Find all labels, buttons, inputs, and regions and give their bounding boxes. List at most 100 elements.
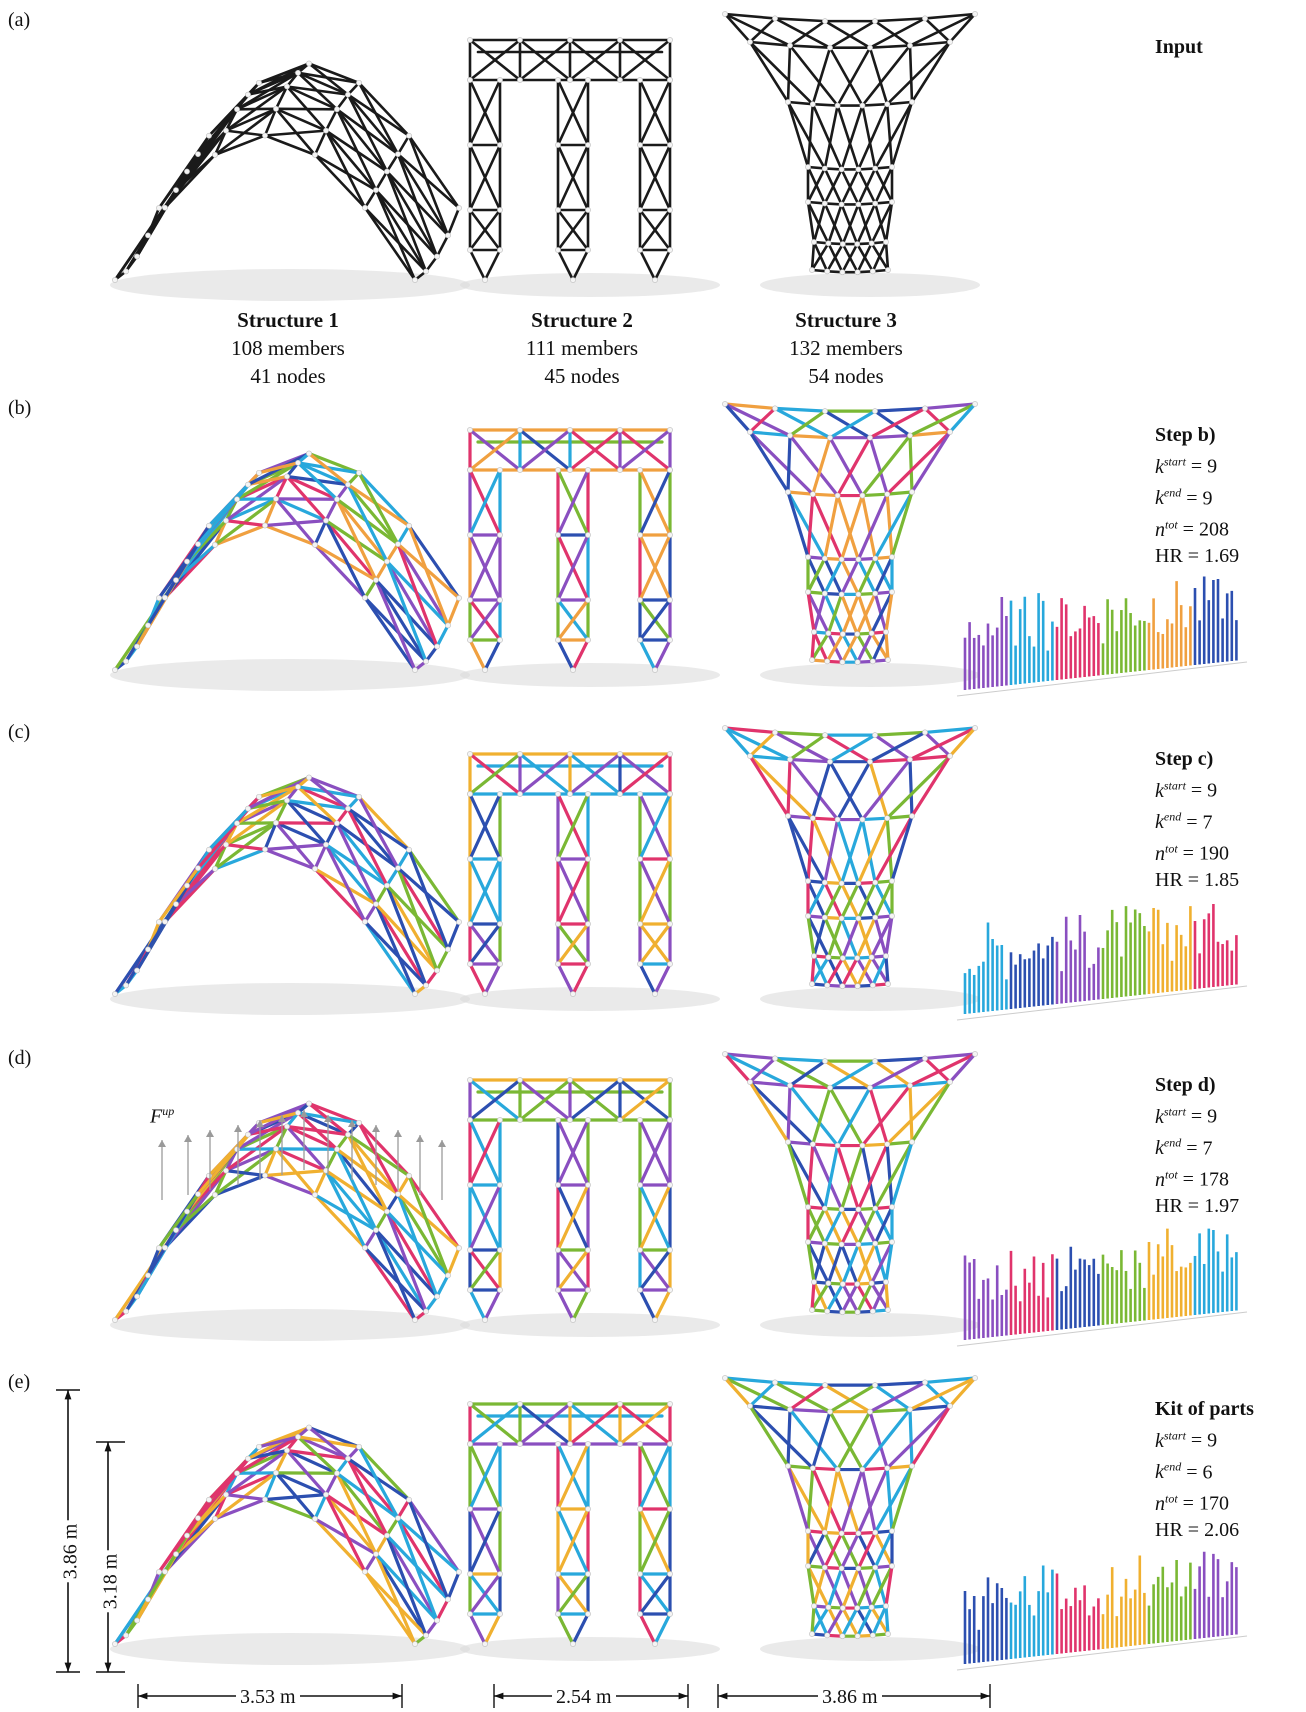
structure-3-member [885,40,952,106]
structure-2-member [556,208,590,252]
node [497,1441,503,1447]
structure-1-member [296,461,350,487]
structure-3-member [868,17,927,50]
node [184,558,190,565]
node [423,268,429,275]
structure-3-member [723,12,752,44]
node [772,405,778,412]
node [323,1491,329,1498]
structure-3-member [885,1464,914,1470]
structure-3-member [884,1280,890,1312]
structure-1-member [446,596,461,627]
structure-1-member [296,785,350,811]
structure-1-member [263,847,317,871]
structure-3-member [827,203,843,245]
structure-3-member [826,592,844,635]
node [306,60,312,67]
structure-1-member [346,807,389,888]
node [585,1287,591,1293]
structure-2-member [571,1612,590,1646]
node [821,555,828,562]
node [467,247,473,253]
structure-3-member [748,1404,790,1468]
node [223,1491,229,1498]
structure-3-member [773,1380,832,1414]
structure-3-member [823,1383,872,1414]
structure-1-member [335,1457,350,1475]
structure-3-member [723,1052,792,1088]
structure-3-member [948,726,977,758]
structure-3-member [723,12,777,20]
structure-3-member [868,730,927,764]
node [212,541,218,548]
structure-2-member [468,143,502,212]
node [212,865,218,872]
structure-3-member [811,1466,840,1472]
node [867,434,873,441]
structure-2-member [556,1572,590,1616]
structure-1-member [274,85,289,111]
node [567,37,573,43]
structure-2-member [638,533,672,602]
node [570,991,576,997]
structure-1-member [246,1124,289,1137]
node [947,429,953,435]
structure-3-member [873,814,914,885]
node [922,729,928,736]
node [838,1530,845,1537]
node [212,1515,218,1522]
structure-2-member [468,857,502,926]
node [497,921,503,927]
structure-2-member [638,208,672,252]
node [667,427,673,433]
node [809,815,816,822]
structure-1-member [357,1445,411,1502]
structure-3-member [873,1205,894,1246]
structure-1-member [407,848,450,951]
structure-3-member [786,814,827,885]
node [637,1117,643,1123]
structure-3-member [885,490,914,496]
structure-1-member [435,947,450,973]
node [922,15,928,22]
node [467,921,473,927]
node [838,201,845,208]
node [585,77,591,83]
node [617,1117,623,1123]
structure-2-member [518,428,572,472]
node [497,1117,503,1123]
node [854,955,861,961]
structure-1-member [274,474,289,501]
structure-1-member [385,866,400,888]
n-tot-value: = 190 [1182,842,1229,865]
structure-3-member [885,1140,914,1146]
node [652,667,658,673]
structure-3-member [868,46,889,106]
structure-1-member [346,1457,389,1538]
node [184,1532,190,1539]
node [722,401,728,407]
structure-3-member [885,814,914,820]
structure-2-member [618,428,672,472]
structure-1-member [207,807,250,852]
node [617,77,623,83]
structure-2-member [556,143,590,212]
structure-3-member [869,1564,894,1609]
structure-3-member [788,757,832,764]
panel-e-heading: Kit of parts [1155,1398,1254,1420]
node [284,1123,290,1130]
structure-2-member [518,1402,572,1446]
node [467,1401,473,1407]
node [134,1617,140,1624]
structure-3-member [868,757,912,764]
node [839,241,846,247]
node [555,247,561,253]
node [445,622,451,629]
node [567,1117,573,1123]
force-arrow-head [158,1140,166,1147]
node [872,590,879,597]
k-start-value: = 9 [1190,779,1218,802]
node [872,18,878,25]
node [173,187,179,194]
structure-2-member [571,962,590,996]
